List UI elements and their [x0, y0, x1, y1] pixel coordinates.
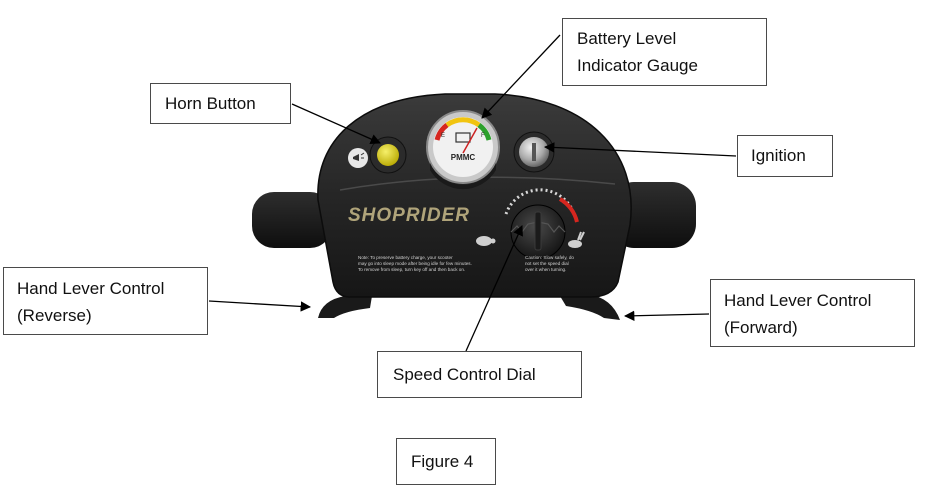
arrow-speed: [465, 225, 523, 352]
callout-horn-button: Horn Button: [150, 83, 291, 124]
arrow-reverse: [208, 300, 312, 312]
hand-lever-forward[interactable]: [560, 294, 620, 320]
figure-caption: Figure 4: [396, 438, 496, 485]
callout-reverse-line-1: Hand Lever Control: [17, 279, 165, 298]
horn-icon: [348, 148, 368, 168]
speed-control-dial[interactable]: [510, 204, 566, 260]
horn-button[interactable]: [369, 136, 407, 174]
callout-reverse-line-2: (Reverse): [17, 306, 92, 325]
speed-dial-scale: [504, 188, 579, 223]
callout-speed-dial: Speed Control Dial: [377, 351, 582, 398]
hand-lever-reverse[interactable]: [318, 296, 372, 318]
arrow-forward: [623, 310, 710, 321]
callout-arrows: [208, 34, 737, 352]
gauge-brand: PMMC: [451, 153, 476, 162]
arrow-battery: [481, 34, 561, 119]
callout-speed-text: Speed Control Dial: [393, 365, 536, 384]
rabbit-icon: [568, 231, 585, 248]
note-left: Note: To preserve battery charge, your s…: [358, 255, 473, 272]
note-right: Caution: Slow safely, do not set the spe…: [525, 255, 575, 272]
callout-battery-line-2: Indicator Gauge: [577, 56, 698, 75]
battery-gauge: [426, 110, 500, 190]
callout-ignition-text: Ignition: [751, 146, 806, 165]
callout-lever-forward: Hand Lever Control (Forward): [710, 279, 915, 347]
callout-horn-text: Horn Button: [165, 94, 256, 113]
turtle-icon: [476, 236, 496, 246]
gauge-label-high: F: [481, 133, 485, 139]
figure-caption-text: Figure 4: [411, 452, 474, 471]
callout-forward-line-2: (Forward): [724, 318, 798, 337]
callout-battery-line-1: Battery Level: [577, 29, 677, 48]
callout-lever-reverse: Hand Lever Control (Reverse): [3, 267, 208, 335]
callout-battery-gauge: Battery Level Indicator Gauge: [562, 18, 767, 86]
ignition-switch[interactable]: [513, 131, 555, 173]
arrow-horn: [291, 103, 381, 144]
brand-logo: SHOPRIDER: [348, 205, 470, 226]
callout-forward-line-1: Hand Lever Control: [724, 291, 872, 310]
callout-ignition: Ignition: [737, 135, 833, 177]
arrow-ignition: [543, 142, 737, 157]
gauge-label-low: E: [441, 133, 445, 139]
